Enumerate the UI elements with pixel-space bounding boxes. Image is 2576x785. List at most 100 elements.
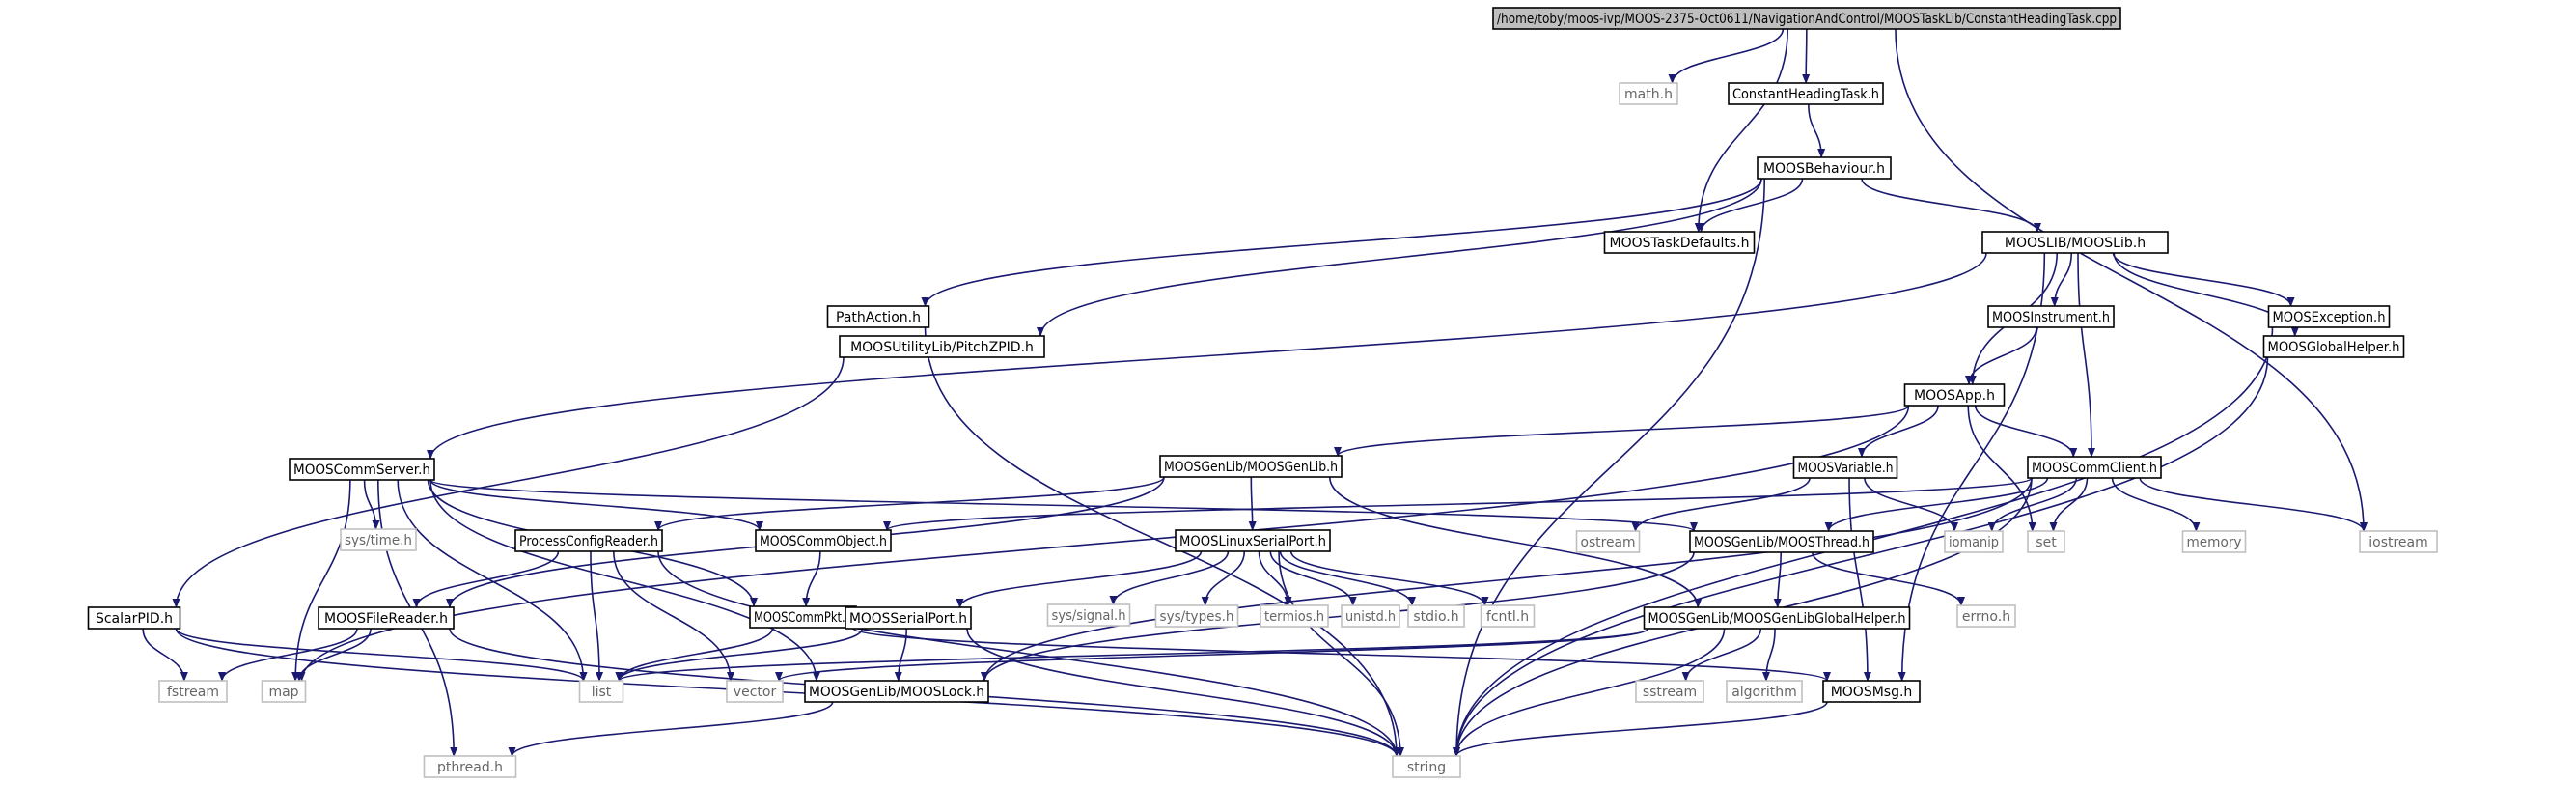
node-label-exception: MOOSException.h	[2273, 310, 2386, 325]
edge-scalarpid-to-fstream	[142, 628, 188, 682]
node-iomanip: iomanip	[1944, 530, 2004, 553]
node-pitchzpid[interactable]: MOOSUtilityLib/PitchZPID.h	[839, 335, 1045, 358]
node-label-configreader: ProcessConfigReader.h	[519, 534, 658, 549]
node-scalarpid[interactable]: ScalarPID.h	[87, 606, 181, 630]
node-cht[interactable]: ConstantHeadingTask.h	[1728, 82, 1884, 105]
node-thread[interactable]: MOOSGenLib/MOOSThread.h	[1689, 530, 1874, 553]
node-box-root	[1492, 7, 2121, 30]
edge-msg-to-string	[1453, 701, 1828, 757]
node-beh[interactable]: MOOSBehaviour.h	[1757, 156, 1892, 180]
node-filereader[interactable]: MOOSFileReader.h	[318, 606, 455, 630]
edge-beh-to-mooslib	[1861, 178, 2041, 233]
edge-root-to-cht	[1802, 28, 1811, 84]
node-box-commserver	[289, 458, 435, 481]
node-sstream: sstream	[1635, 680, 1704, 703]
node-syssignal: sys/signal.h	[1046, 603, 1131, 627]
node-box-filereader	[318, 606, 455, 630]
node-label-unistd: unistd.h	[1345, 609, 1396, 625]
edge-root-to-taskdef	[1694, 28, 1788, 233]
edge-scalarpid-to-string	[175, 628, 1400, 757]
node-termios: termios.h	[1260, 604, 1329, 628]
node-commobject[interactable]: MOOSCommObject.h	[755, 529, 892, 552]
node-pthread: pthread.h	[423, 755, 517, 778]
node-box-lock	[804, 680, 989, 703]
edge-scalarpid-to-list	[175, 628, 588, 682]
node-label-string: string	[1407, 760, 1446, 775]
node-box-mooslib	[1981, 231, 2169, 254]
node-serialport[interactable]: MOOSSerialPort.h	[845, 606, 972, 630]
node-box-stdio	[1407, 604, 1465, 628]
node-box-list	[578, 680, 624, 703]
node-label-genlibglobal: MOOSGenLib/MOOSGenLibGlobalHelper.h	[1648, 611, 1906, 627]
node-label-memory: memory	[2187, 535, 2242, 550]
edge-lock-to-pthread	[508, 701, 834, 757]
node-box-map	[261, 680, 307, 703]
node-commserver[interactable]: MOOSCommServer.h	[289, 458, 435, 481]
node-unistd: unistd.h	[1341, 604, 1400, 628]
edge-app-to-commclient	[1974, 405, 2078, 458]
node-label-taskdef: MOOSTaskDefaults.h	[1610, 236, 1750, 251]
edge-configreader-to-vector	[613, 550, 734, 682]
node-box-serialport	[845, 606, 972, 630]
edge-mooslib-to-commserver	[427, 252, 1987, 460]
node-globalhelper[interactable]: MOOSGlobalHelper.h	[2262, 335, 2405, 358]
node-box-algorithm	[1726, 680, 1803, 703]
edge-mooslib-to-commclient	[2077, 252, 2095, 458]
node-pathaction[interactable]: PathAction.h	[826, 305, 930, 328]
node-label-errno: errno.h	[1962, 609, 2010, 625]
edge-linuxserial-to-systypes	[1201, 550, 1246, 606]
node-label-pthread: pthread.h	[437, 760, 503, 775]
node-box-commobject	[755, 529, 892, 552]
node-label-commpkt: MOOSCommPkt.h	[754, 610, 852, 626]
edge-serialport-to-lock	[894, 628, 907, 682]
node-box-systime	[340, 528, 417, 551]
edge-commserver-to-systime	[363, 479, 380, 530]
node-box-taskdef	[1603, 231, 1756, 254]
node-label-algorithm: algorithm	[1731, 685, 1797, 700]
node-app[interactable]: MOOSApp.h	[1903, 383, 2006, 407]
edge-commpkt-to-msg	[851, 627, 1831, 682]
edge-mooslib-to-globalhelper	[2113, 252, 2299, 337]
node-label-fcntl: fcntl.h	[1486, 609, 1529, 625]
node-configreader[interactable]: ProcessConfigReader.h	[514, 529, 663, 552]
edge-serialport-to-string	[966, 628, 1400, 757]
node-mooslib[interactable]: MOOSLIB/MOOSLib.h	[1981, 231, 2169, 254]
node-box-thread	[1689, 530, 1874, 553]
edge-commserver-to-thread	[429, 479, 1698, 532]
node-lock[interactable]: MOOSGenLib/MOOSLock.h	[804, 680, 989, 703]
node-msg[interactable]: MOOSMsg.h	[1822, 680, 1921, 703]
node-box-msg	[1822, 680, 1921, 703]
node-algorithm: algorithm	[1726, 680, 1803, 703]
node-root[interactable]: /home/toby/moos-ivp/MOOS-2375-Oct0611/Na…	[1492, 7, 2121, 30]
node-variable[interactable]: MOOSVariable.h	[1792, 456, 1898, 479]
node-label-list: list	[592, 685, 612, 700]
edges-layer	[142, 28, 2368, 757]
node-box-math	[1619, 82, 1678, 105]
edge-commserver-to-map	[291, 479, 351, 682]
node-label-instrument: MOOSInstrument.h	[1992, 310, 2110, 325]
edge-genlib-to-linuxserial	[1248, 476, 1257, 531]
node-label-globalhelper: MOOSGlobalHelper.h	[2268, 340, 2400, 355]
node-label-lock: MOOSGenLib/MOOSLock.h	[809, 685, 984, 700]
edge-genlibglobal-to-sstream	[1681, 628, 1762, 682]
edge-pathaction-to-string	[924, 326, 1400, 757]
node-label-systypes: sys/types.h	[1160, 609, 1234, 625]
node-linuxserial[interactable]: MOOSLinuxSerialPort.h	[1175, 529, 1331, 552]
node-genlib[interactable]: MOOSGenLib/MOOSGenLib.h	[1159, 455, 1343, 478]
edge-pitchzpid-to-scalarpid	[172, 356, 845, 608]
edge-root-to-math	[1668, 28, 1785, 84]
edge-configreader-to-filereader	[412, 550, 560, 608]
edge-thread-to-genlibglobal	[1773, 551, 1783, 608]
node-label-iostream: iostream	[2368, 535, 2428, 550]
node-commclient[interactable]: MOOSCommClient.h	[2027, 456, 2162, 479]
node-commpkt[interactable]: MOOSCommPkt.h	[749, 605, 857, 629]
node-box-scalarpid	[87, 606, 181, 630]
edge-linuxserial-to-serialport	[956, 550, 1203, 608]
edge-thread-to-errno	[1812, 551, 1965, 606]
node-box-errno	[1956, 604, 2016, 628]
node-systypes: sys/types.h	[1154, 604, 1239, 628]
node-instrument[interactable]: MOOSInstrument.h	[1987, 305, 2115, 328]
node-genlibglobal[interactable]: MOOSGenLib/MOOSGenLibGlobalHelper.h	[1643, 606, 1911, 630]
node-taskdef[interactable]: MOOSTaskDefaults.h	[1603, 231, 1756, 254]
node-exception[interactable]: MOOSException.h	[2267, 305, 2391, 328]
